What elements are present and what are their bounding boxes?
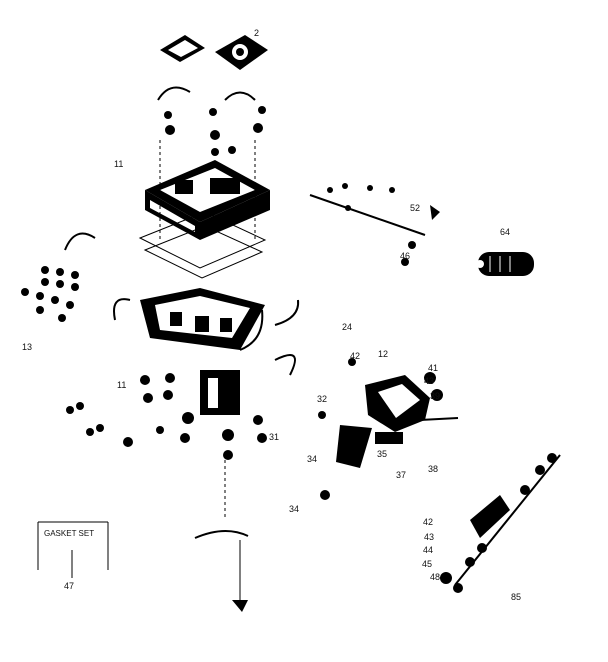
part-label-39: 39 [430, 391, 440, 401]
part-label-52: 52 [410, 203, 420, 213]
part-label-32: 32 [317, 394, 327, 404]
top-cover-plate [160, 35, 268, 70]
part-label-12: 12 [378, 349, 388, 359]
choke-cylinder [476, 252, 534, 276]
linkage-rods [157, 86, 266, 156]
part-label-11: 11 [117, 380, 126, 390]
part-label-34: 34 [307, 454, 317, 464]
part-label-37: 37 [396, 470, 406, 480]
part-label-35: 35 [377, 449, 387, 459]
left-hoses [64, 232, 300, 376]
part-label-46: 46 [400, 251, 410, 261]
lower-shaft-assembly [440, 453, 561, 593]
part-labels: 2 11 11 12 13 24 31 32 34 34 35 37 38 39… [22, 28, 521, 602]
part-label-85: 85 [511, 592, 521, 602]
part-label-44: 44 [423, 545, 433, 555]
part-label-13: 13 [22, 342, 32, 352]
part-label-24: 24 [342, 322, 352, 332]
part-label-11: 11 [114, 159, 123, 169]
gasket-set-label: GASKET SET [44, 529, 94, 538]
part-label-43: 43 [424, 532, 434, 542]
throttle-linkage-assembly [318, 358, 459, 500]
part-label-42: 42 [350, 351, 360, 361]
bottom-rod [194, 530, 249, 612]
part-label-34: 34 [289, 504, 299, 514]
jet-parts-left [21, 266, 79, 322]
part-label-41: 41 [428, 363, 438, 373]
gasket-plates [138, 140, 267, 279]
pump-cylinders [140, 370, 267, 520]
carburetor-upper-body [145, 160, 270, 240]
part-label-45: 45 [422, 559, 432, 569]
jet-parts-lower-left [66, 402, 164, 447]
part-label-31: 31 [269, 432, 279, 442]
part-label-48: 48 [430, 572, 440, 582]
part-label-64: 64 [500, 227, 510, 237]
part-label-47: 47 [64, 581, 74, 591]
part-label-38: 38 [428, 464, 438, 474]
part-label-42: 42 [423, 517, 433, 527]
main-casting [140, 288, 265, 351]
throttle-shaft [309, 183, 440, 266]
part-label-2: 2 [254, 28, 259, 38]
part-label-43: 43 [424, 376, 434, 386]
gasket-set-box [37, 521, 109, 578]
